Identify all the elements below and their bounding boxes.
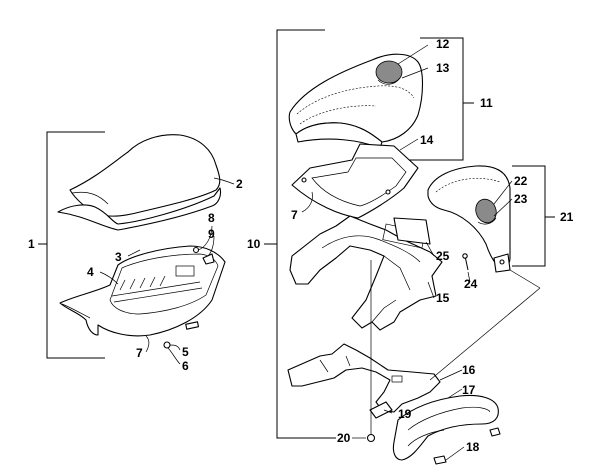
part-19-spacer [369, 401, 393, 419]
callout-5: 5 [182, 345, 189, 359]
callout-12: 12 [436, 37, 450, 51]
callout-14: 14 [420, 133, 434, 147]
callout-15: 15 [436, 291, 450, 305]
part-20-nut [366, 260, 376, 443]
callout-8: 8 [208, 211, 215, 225]
bracket-group-10 [264, 29, 336, 439]
part-2-seat-cushion [57, 134, 222, 231]
callout-21: 21 [560, 210, 574, 224]
bracket-group-1 [38, 131, 105, 359]
part-25-plate [393, 217, 431, 245]
callout-1: 1 [28, 237, 35, 251]
part-13-pad-cover [377, 77, 401, 85]
callout-4: 4 [87, 265, 94, 279]
part-14-tray [291, 143, 419, 219]
callout-23: 23 [514, 192, 528, 206]
callout-24: 24 [464, 277, 478, 291]
callout-25: 25 [436, 249, 450, 263]
part-18-bolts [433, 427, 501, 465]
part-16-bracket [287, 343, 441, 413]
part-23-pad-cover [477, 217, 497, 225]
part-4-seat-base [59, 245, 226, 337]
part-22-pad [475, 198, 497, 224]
callout-17: 17 [462, 383, 476, 397]
callout-13: 13 [436, 61, 450, 75]
part-15-frame [289, 215, 443, 331]
callout-16: 16 [462, 363, 476, 377]
callout-10: 10 [247, 237, 261, 251]
callout-labels: 1 2 3 4 5 6 7 8 9 10 11 12 13 14 7 15 16… [28, 37, 574, 454]
part-21-backrest [427, 165, 511, 273]
bracket-group-11 [402, 37, 474, 161]
callout-22: 22 [514, 174, 528, 188]
leaders-center-right [301, 44, 541, 461]
callout-7b: 7 [291, 208, 298, 222]
part-24-bolt [462, 253, 469, 271]
part-8-bolt [192, 246, 200, 254]
part-17-grab-handle [392, 394, 499, 461]
part-5-clip [185, 321, 200, 330]
bracket-group-21 [512, 165, 555, 267]
leaders-left [99, 177, 235, 365]
callout-19: 19 [398, 407, 412, 421]
callout-18: 18 [466, 440, 480, 454]
callout-11: 11 [480, 96, 493, 110]
callout-3: 3 [115, 250, 122, 264]
callout-20: 20 [337, 431, 351, 445]
callout-6: 6 [182, 359, 189, 373]
part-6-nut [163, 341, 171, 349]
callout-7a: 7 [136, 346, 143, 360]
part-11-upper-seat [288, 53, 424, 149]
callout-9: 9 [208, 227, 215, 241]
callout-2: 2 [236, 177, 243, 191]
part-12-pad [375, 60, 403, 84]
